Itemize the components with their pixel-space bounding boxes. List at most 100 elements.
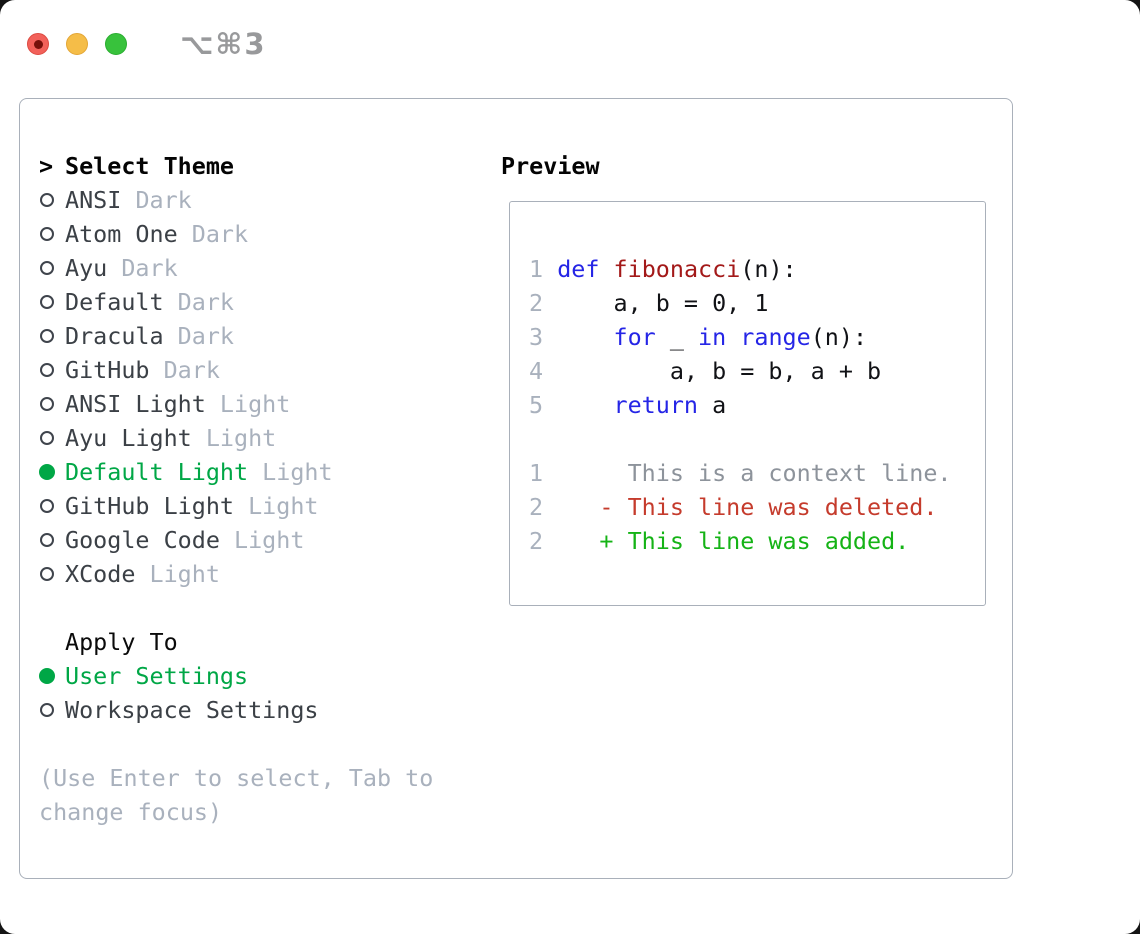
theme-option-google-code[interactable]: Google Code Light: [39, 523, 433, 557]
theme-name: Default: [65, 288, 164, 316]
line-number: 2: [529, 527, 544, 555]
radio-unselected-icon: [40, 329, 54, 343]
theme-variant: Light: [205, 424, 277, 452]
apply-option-user-settings[interactable]: User Settings: [39, 659, 433, 693]
theme-option-label: ANSI Dark: [65, 183, 192, 217]
theme-name: ANSI Light: [65, 390, 206, 418]
code-token: a, b = 0, 1: [543, 289, 769, 317]
zoom-button[interactable]: [105, 33, 127, 55]
theme-option-label: XCode Light: [65, 557, 220, 591]
apply-option-label: User Settings: [65, 662, 249, 690]
theme-option-ansi-light[interactable]: ANSI Light Light: [39, 387, 433, 421]
theme-variant: Light: [262, 458, 333, 486]
line-number: 2: [529, 493, 544, 521]
radio-marker: [39, 567, 65, 581]
theme-variant: Light: [248, 492, 319, 520]
hint-text: change focus): [39, 798, 223, 826]
code-token: [543, 391, 613, 419]
theme-option-dracula[interactable]: Dracula Dark: [39, 319, 433, 353]
spacer-row: [39, 727, 433, 761]
hint-row: change focus): [39, 795, 433, 829]
theme-name: Dracula: [65, 322, 164, 350]
radio-unselected-icon: [40, 363, 54, 377]
code-token: return: [613, 391, 699, 419]
theme-variant: Light: [149, 560, 220, 588]
radio-unselected-icon: [40, 295, 54, 309]
theme-option-label: GitHub Light Light: [65, 489, 319, 523]
code-token: in: [698, 323, 727, 351]
theme-option-label: Ayu Light Light: [65, 421, 276, 455]
theme-variant: Dark: [177, 322, 235, 350]
theme-name: Google Code: [65, 526, 220, 554]
line-number: 2: [529, 289, 544, 317]
theme-variant: Light: [234, 526, 305, 554]
theme-option-label: Google Code Light: [65, 523, 304, 557]
theme-name: XCode: [65, 560, 136, 588]
radio-unselected-icon: [40, 397, 54, 411]
code-line: 2 + This line was added.: [529, 524, 985, 558]
apply-option-label: Workspace Settings: [65, 696, 319, 724]
theme-name: Atom One: [65, 220, 178, 248]
theme-option-label: Default Light Light: [65, 455, 333, 489]
code-token: for: [613, 323, 656, 351]
code-token: [543, 323, 613, 351]
theme-option-ayu-light[interactable]: Ayu Light Light: [39, 421, 433, 455]
apply-to-header-row: Apply To: [39, 625, 433, 659]
radio-marker: [39, 397, 65, 411]
theme-name: Ayu Light: [65, 424, 192, 452]
code-line: 1 This is a context line.: [529, 456, 985, 490]
radio-selected-icon: [39, 668, 55, 684]
code-token: [543, 255, 557, 283]
spacer-row: [39, 591, 433, 625]
code-token: This is a context line.: [543, 459, 952, 487]
theme-option-label: Dracula Dark: [65, 319, 234, 353]
line-number: 3: [529, 323, 544, 351]
close-dot-icon: [33, 39, 43, 49]
theme-option-default-light[interactable]: Default Light Light: [39, 455, 433, 489]
theme-option-github-light[interactable]: GitHub Light Light: [39, 489, 433, 523]
theme-option-label: Atom One Dark: [65, 217, 248, 251]
preview-title: Preview: [501, 152, 600, 180]
theme-option-default[interactable]: Default Dark: [39, 285, 433, 319]
theme-list-header-row: >Select Theme: [39, 149, 433, 183]
radio-marker: [39, 227, 65, 241]
theme-variant: Dark: [121, 254, 178, 282]
code-token: a: [698, 391, 727, 419]
radio-marker: [39, 193, 65, 207]
radio-unselected-icon: [40, 533, 54, 547]
theme-option-ayu[interactable]: Ayu Dark: [39, 251, 433, 285]
theme-name: ANSI: [65, 186, 122, 214]
radio-unselected-icon: [40, 227, 54, 241]
theme-option-label: GitHub Dark: [65, 353, 220, 387]
theme-list-header: Select Theme: [65, 152, 234, 180]
radio-marker: [39, 363, 65, 377]
radio-marker: [39, 668, 65, 684]
theme-option-xcode[interactable]: XCode Light: [39, 557, 433, 591]
radio-marker: [39, 261, 65, 275]
theme-option-atom-one[interactable]: Atom One Dark: [39, 217, 433, 251]
code-line: 1 def fibonacci(n):: [529, 252, 985, 286]
code-line: 3 for _ in range(n):: [529, 320, 985, 354]
minimize-button[interactable]: [66, 33, 88, 55]
code-token: _: [655, 323, 699, 351]
radio-selected-icon: [39, 464, 55, 480]
titlebar: ⌥⌘3: [27, 27, 267, 61]
theme-name: Default Light: [65, 458, 249, 486]
close-button[interactable]: [27, 33, 49, 55]
theme-option-ansi[interactable]: ANSI Dark: [39, 183, 433, 217]
code-token: range: [740, 323, 811, 351]
line-number: 1: [529, 459, 544, 487]
code-line: 2 a, b = 0, 1: [529, 286, 985, 320]
theme-variant: Dark: [135, 186, 192, 214]
code-token: (n):: [740, 255, 797, 283]
apply-option-workspace-settings[interactable]: Workspace Settings: [39, 693, 433, 727]
theme-option-github[interactable]: GitHub Dark: [39, 353, 433, 387]
code-line: 4 a, b = b, a + b: [529, 354, 985, 388]
code-token: a, b = b, a + b: [543, 357, 882, 385]
radio-marker: [39, 329, 65, 343]
hint-text: (Use Enter to select, Tab to: [39, 764, 434, 792]
